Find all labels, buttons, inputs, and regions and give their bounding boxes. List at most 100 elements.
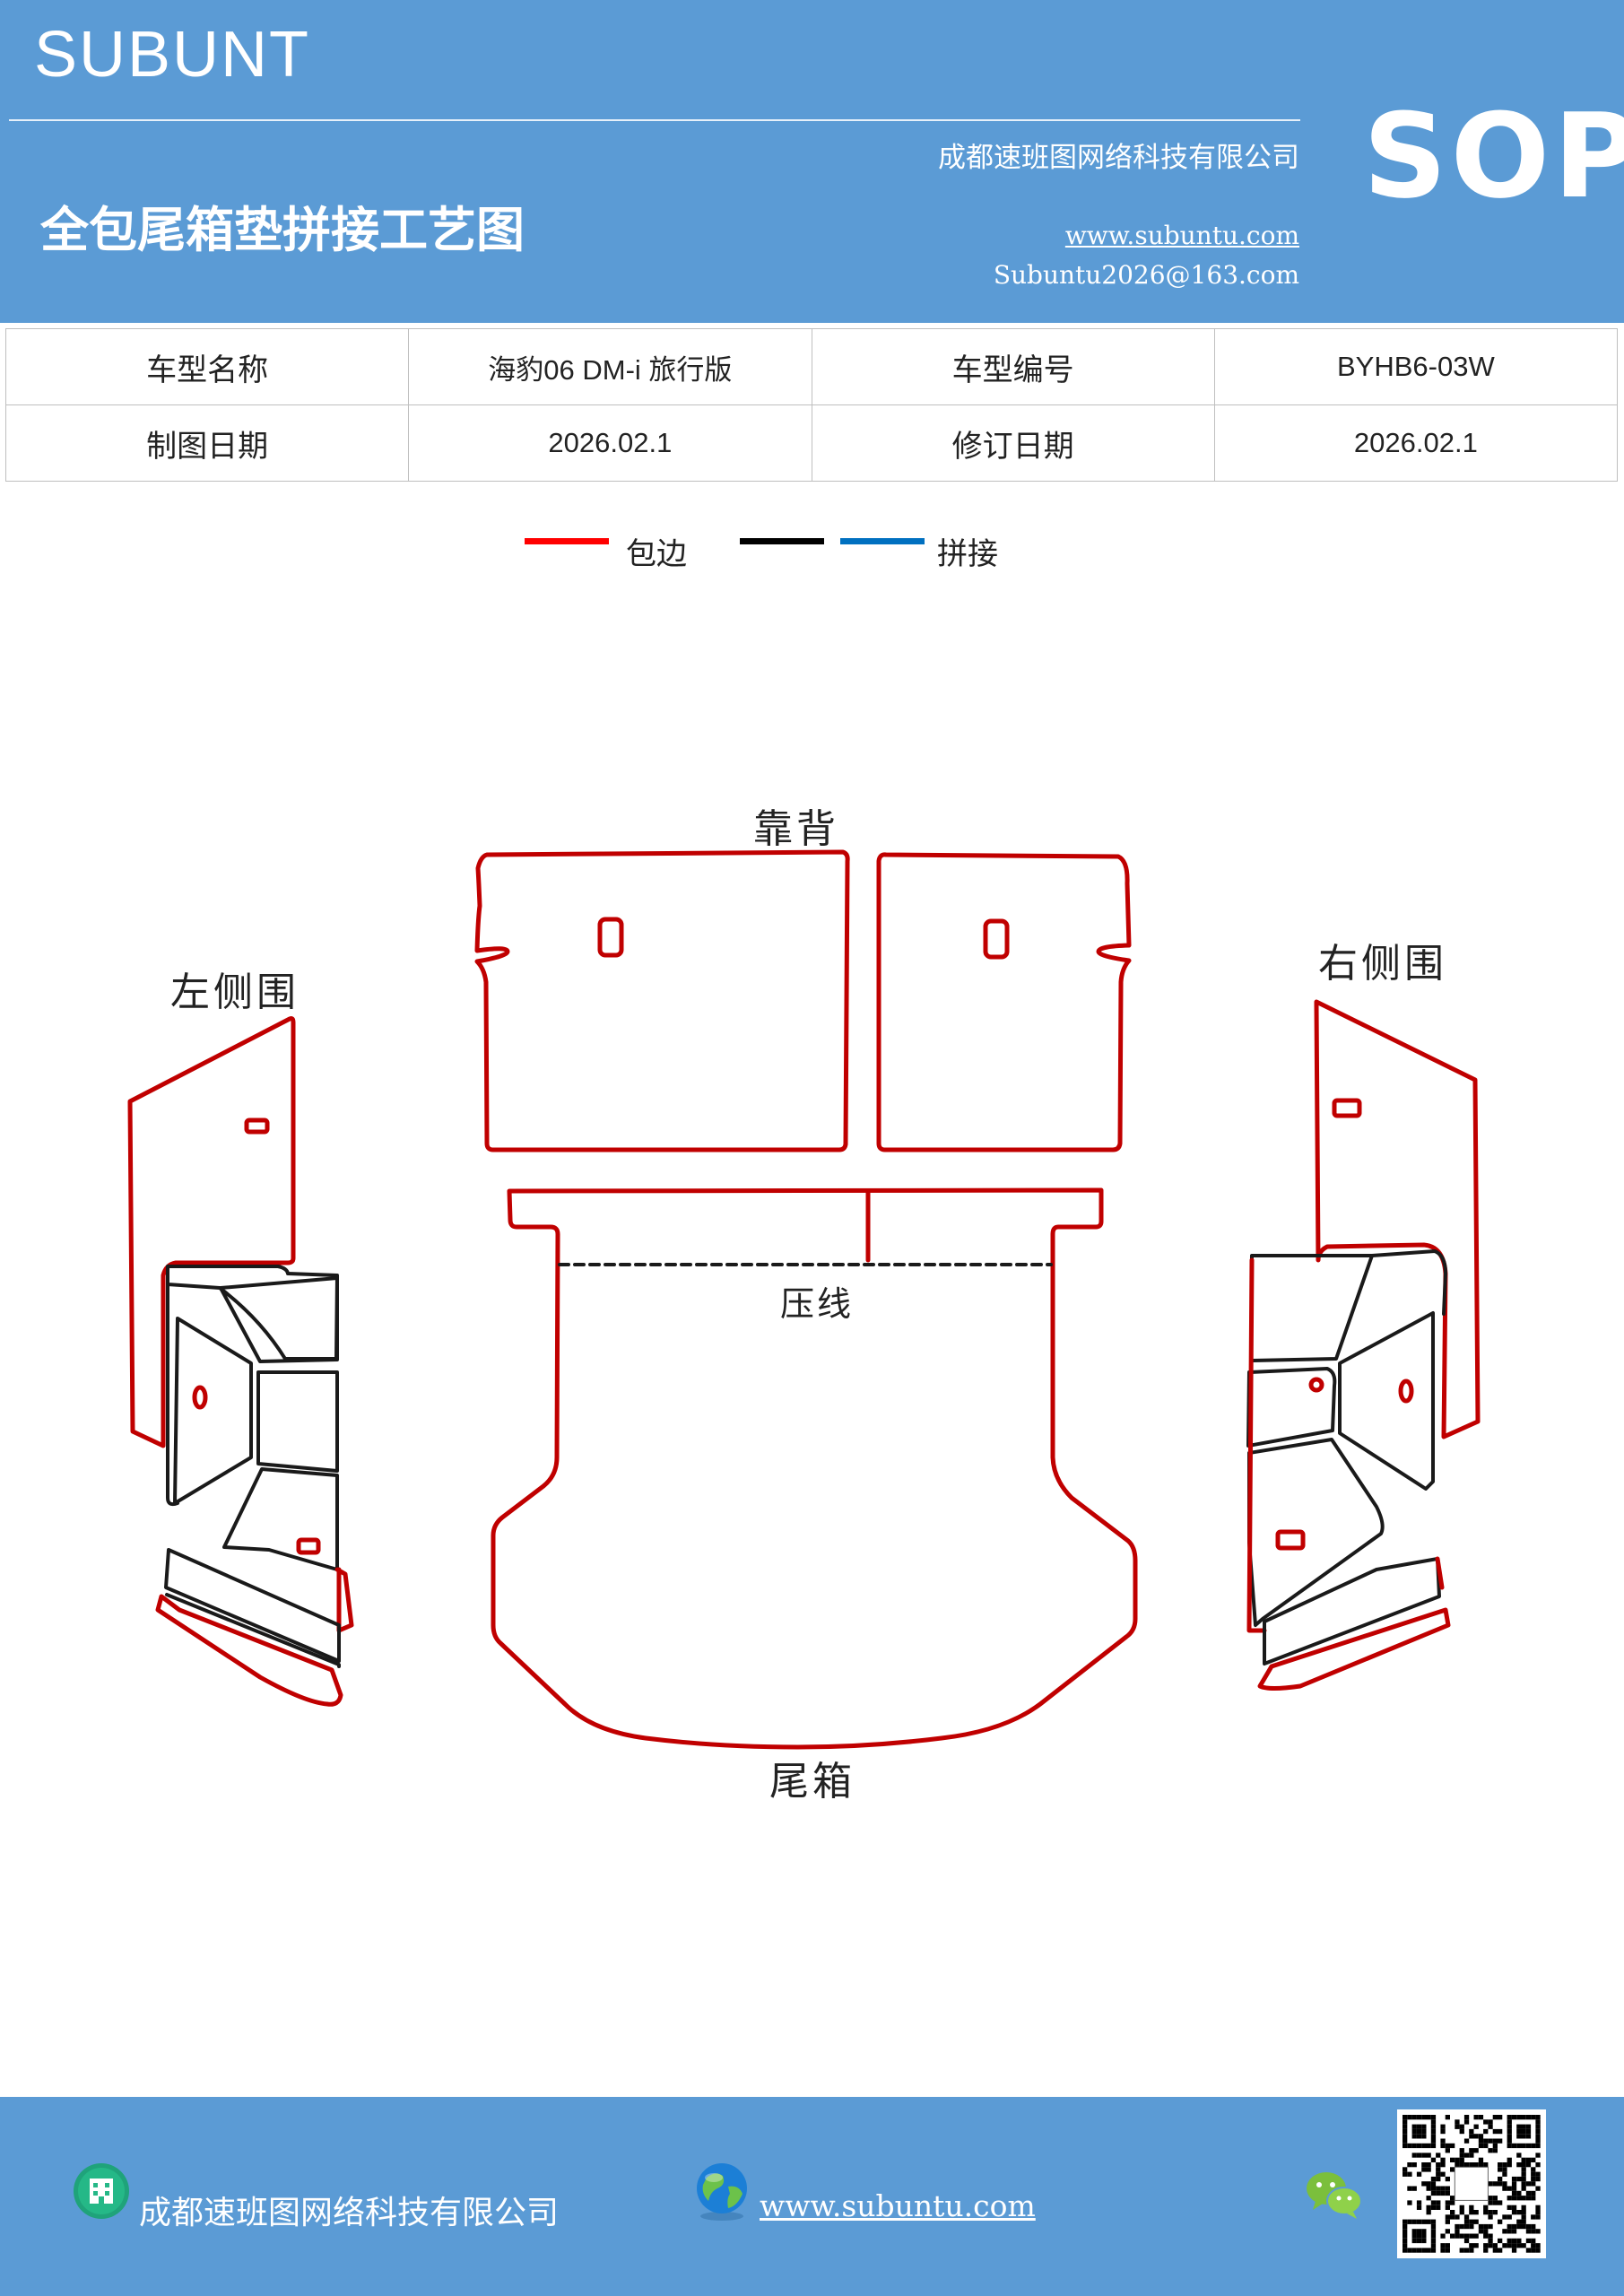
qr-module — [1525, 2134, 1532, 2139]
qr-module — [1407, 2248, 1412, 2253]
qr-module — [1521, 2196, 1526, 2201]
qr-module — [1463, 2233, 1470, 2239]
qr-module — [1492, 2148, 1498, 2153]
model-code-value: BYHB6-03W — [1213, 328, 1619, 405]
header-website-link[interactable]: www.subuntu.com — [1064, 221, 1299, 250]
qr-module — [1445, 2214, 1450, 2220]
qr-module — [1516, 2210, 1522, 2215]
qr-module — [1407, 2162, 1412, 2168]
left-side-seam-piece-5 — [222, 1467, 339, 1571]
qr-module — [1436, 2167, 1441, 2172]
qr-module — [1531, 2214, 1536, 2220]
qr-module — [1459, 2124, 1464, 2129]
qr-module — [1535, 2124, 1541, 2129]
qr-module — [1521, 2171, 1526, 2177]
qr-module — [1426, 2196, 1431, 2201]
qr-module — [1469, 2223, 1474, 2230]
qr-module — [1521, 2243, 1526, 2248]
vehicle-info-table: 车型名称 海豹06 DM-i 旅行版 车型编号 BYHB6-03W 制图日期 2… — [4, 328, 1619, 482]
qr-module — [1535, 2138, 1541, 2144]
right-side-seam-piece-3 — [1338, 1311, 1435, 1491]
qr-module — [1535, 2229, 1541, 2234]
qr-module — [1416, 2200, 1422, 2205]
qr-module — [1430, 2205, 1437, 2210]
qr-module — [1463, 2119, 1470, 2125]
qr-module — [1488, 2196, 1493, 2201]
qr-module — [1478, 2134, 1484, 2139]
qr-module — [1403, 2143, 1408, 2149]
qr-module — [1450, 2233, 1455, 2239]
qr-module — [1459, 2248, 1464, 2253]
qr-module — [1521, 2162, 1526, 2168]
qr-module — [1469, 2219, 1474, 2224]
qr-module — [1488, 2238, 1493, 2244]
qr-module — [1511, 2196, 1517, 2201]
right-side-left-edge — [1246, 1257, 1267, 1633]
qr-module — [1416, 2124, 1422, 2129]
qr-module — [1403, 2238, 1408, 2244]
qr-module — [1436, 2190, 1441, 2196]
qr-module — [1525, 2223, 1532, 2230]
qr-module — [1416, 2219, 1422, 2224]
right-side-seam-strip-1 — [1263, 1557, 1441, 1665]
qr-module — [1411, 2238, 1417, 2244]
right-side-bottom-strip — [1257, 1607, 1451, 1691]
qr-module — [1521, 2223, 1526, 2230]
qr-module — [1483, 2243, 1489, 2248]
legend-label-edge: 包边 — [626, 536, 687, 572]
globe-icon — [697, 2163, 747, 2221]
footer-website-link[interactable]: www.subuntu.com — [760, 2188, 1036, 2223]
qr-module — [1498, 2167, 1503, 2172]
revise-date-label: 修订日期 — [811, 404, 1215, 482]
qr-module — [1403, 2223, 1408, 2230]
qr-module — [1411, 2143, 1417, 2149]
footer-company: 成都速班图网络科技有限公司 — [139, 2195, 560, 2231]
qr-module — [1416, 2152, 1422, 2158]
qr-module — [1426, 2205, 1431, 2210]
qr-module — [1426, 2152, 1431, 2158]
qr-module — [1440, 2190, 1446, 2196]
qr-module — [1411, 2134, 1417, 2139]
qr-module — [1455, 2119, 1460, 2125]
qr-module — [1403, 2171, 1408, 2177]
footer-banner: 成都速班图网络科技有限公司 www.subuntu.com — [0, 2097, 1624, 2296]
qr-module — [1525, 2124, 1532, 2129]
right-side-hole — [1398, 1378, 1414, 1404]
qr-module — [1445, 2243, 1450, 2248]
right-side-seam-piece-2 — [1370, 1249, 1447, 1316]
backrest-right-panel — [876, 852, 1132, 1152]
qr-module — [1525, 2190, 1532, 2196]
qr-module — [1516, 2223, 1522, 2230]
qr-module — [1430, 2223, 1437, 2230]
qr-module — [1430, 2243, 1437, 2248]
qr-module — [1445, 2115, 1450, 2120]
header-banner: SUBUNT 成都速班图网络科技有限公司 全包尾箱垫拼接工艺图 www.subu… — [0, 0, 1624, 323]
qr-module — [1507, 2205, 1512, 2210]
right-side-seam-piece-1 — [1249, 1254, 1374, 1362]
qr-module — [1498, 2181, 1503, 2187]
qr-module — [1483, 2233, 1489, 2239]
qr-module — [1525, 2157, 1532, 2162]
qr-module — [1430, 2238, 1437, 2244]
qr-module — [1507, 2223, 1512, 2230]
qr-module — [1407, 2143, 1412, 2149]
qr-module — [1535, 2171, 1541, 2177]
qr-module — [1416, 2233, 1422, 2239]
qr-module — [1507, 2124, 1512, 2129]
qr-module — [1473, 2233, 1479, 2239]
qr-module — [1511, 2186, 1517, 2191]
model-code-label: 车型编号 — [811, 328, 1215, 405]
qr-module — [1469, 2205, 1474, 2210]
qr-module — [1483, 2223, 1489, 2230]
qr-module — [1511, 2143, 1517, 2149]
qr-module — [1440, 2157, 1446, 2162]
qr-module — [1531, 2190, 1536, 2196]
qr-module — [1511, 2243, 1517, 2248]
qr-module — [1455, 2233, 1460, 2239]
qr-module — [1473, 2210, 1479, 2215]
brand-name: SUBUNT — [34, 19, 311, 91]
qr-module — [1488, 2138, 1493, 2144]
qr-module — [1411, 2233, 1417, 2239]
qr-module — [1502, 2186, 1507, 2191]
qr-module — [1421, 2143, 1427, 2149]
